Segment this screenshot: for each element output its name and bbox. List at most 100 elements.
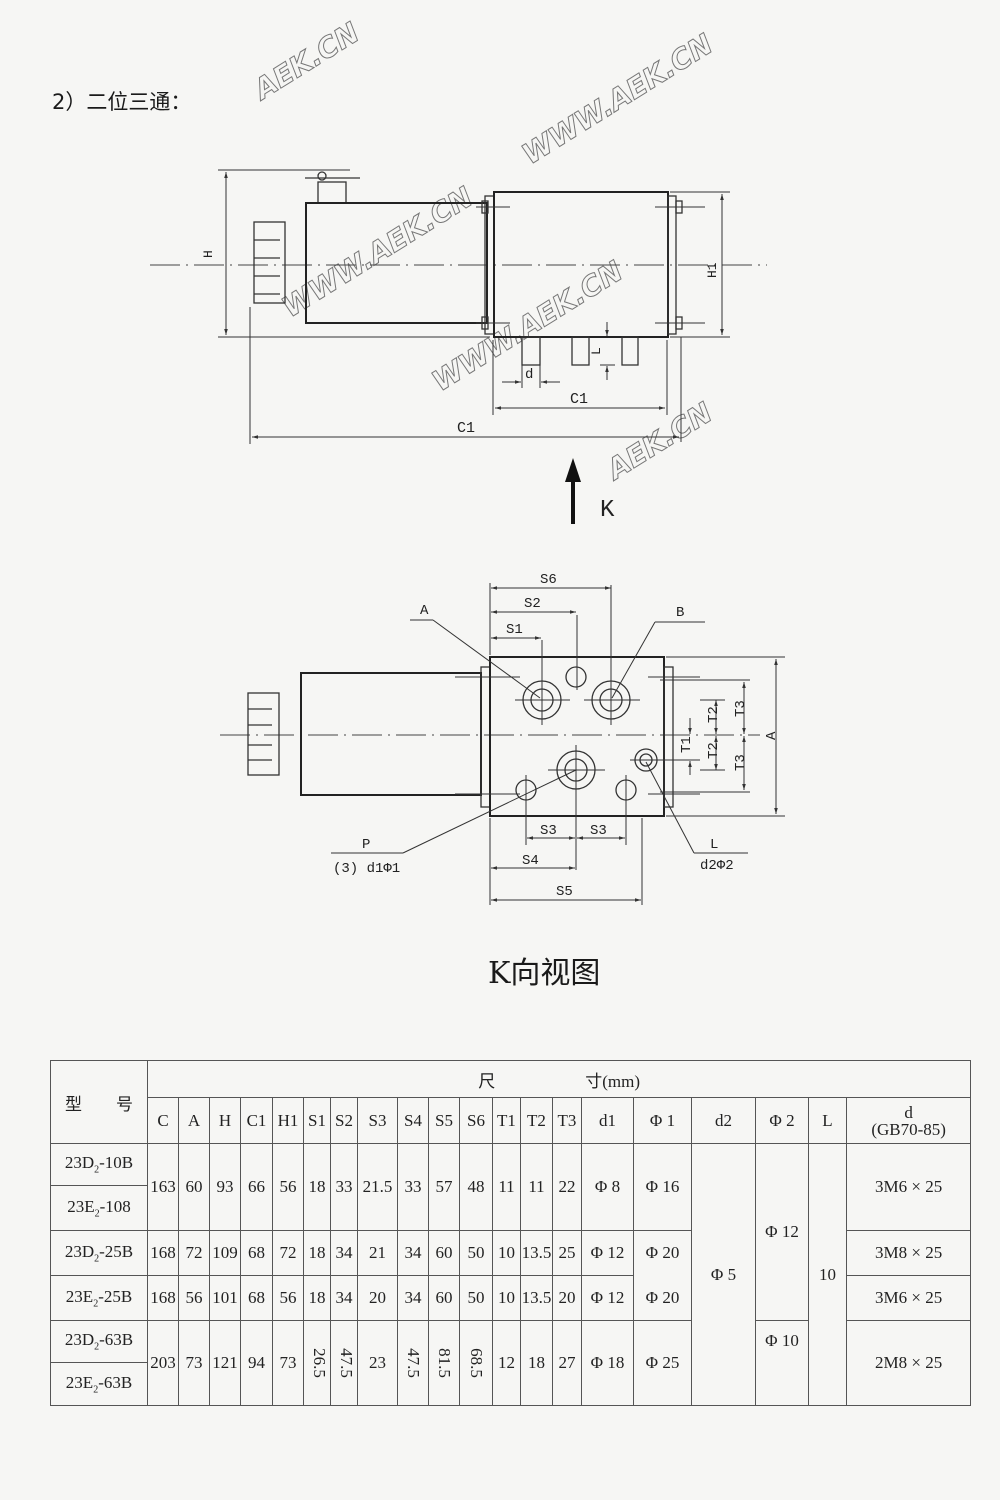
cell-phi1: Φ 20 <box>633 1230 692 1276</box>
col-header: d2 <box>691 1097 756 1144</box>
col-header: d1 <box>581 1097 634 1144</box>
label-S1: S1 <box>506 622 523 638</box>
right-flange <box>667 195 677 335</box>
cell-d1: Φ 8 <box>581 1143 634 1231</box>
cell-S1: 18 <box>303 1230 331 1276</box>
col-header: Φ 2 <box>755 1097 809 1144</box>
cell-C1: 66 <box>240 1143 273 1231</box>
cell-d: 3M6 × 25 <box>845 1275 972 1321</box>
cell-phi1: Φ 25 <box>633 1320 692 1406</box>
cell-S1: 18 <box>303 1275 331 1321</box>
label-T2-top: T2 <box>706 706 722 723</box>
col-header: S3 <box>357 1097 398 1144</box>
label-A-dim: A <box>764 731 780 740</box>
col-header: S5 <box>428 1097 460 1144</box>
col-header: T2 <box>520 1097 553 1144</box>
col-header: H1 <box>272 1097 304 1144</box>
connector-screw <box>317 171 327 181</box>
label-d: d <box>525 367 533 383</box>
cell-C: 163 <box>147 1143 179 1231</box>
cell-d: 3M6 × 25 <box>845 1143 972 1231</box>
watermark-group: AEK.CN WWW.AEK.CN WWW.AEK.CN WWW.AEK.CN … <box>246 15 719 487</box>
cell-S3: 23 <box>357 1320 398 1406</box>
cell-S1-text: 26.5 <box>309 1348 329 1378</box>
label-H1: H1 <box>705 262 720 278</box>
cell-C1: 68 <box>240 1230 273 1276</box>
cell-L: 10 <box>808 1143 847 1406</box>
cell-S5: 81.5 <box>428 1320 460 1406</box>
label-S3-right: S3 <box>590 823 607 839</box>
dowel-pin <box>521 336 541 366</box>
cell-T3: 25 <box>552 1230 582 1276</box>
col-header: Φ 1 <box>633 1097 692 1144</box>
header-model: 型 号 <box>50 1060 148 1144</box>
cell-T1: 11 <box>492 1143 521 1231</box>
cell-d: 2M8 × 25 <box>845 1320 972 1406</box>
cell-S2: 33 <box>330 1143 358 1231</box>
col-header: T1 <box>492 1097 521 1144</box>
cell-S6: 68.5 <box>459 1320 493 1406</box>
col-header: A <box>178 1097 210 1144</box>
cell-T3: 20 <box>552 1275 582 1321</box>
cell-H1: 73 <box>272 1320 304 1406</box>
coil-body <box>300 672 482 796</box>
watermark: WWW.AEK.CN <box>516 27 718 170</box>
col-header: S6 <box>459 1097 493 1144</box>
cell-S6: 48 <box>459 1143 493 1231</box>
col-header-d: d(GB70-85) <box>845 1097 972 1144</box>
label-T3-top: T3 <box>733 700 749 717</box>
cell-T3: 22 <box>552 1143 582 1231</box>
cell-T3: 27 <box>552 1320 582 1406</box>
cell-S5-text: 81.5 <box>435 1348 454 1378</box>
label-S5: S5 <box>556 884 573 900</box>
technical-drawing: AEK.CN WWW.AEK.CN WWW.AEK.CN WWW.AEK.CN … <box>150 15 785 905</box>
port-stub <box>621 336 639 366</box>
section-heading: 2）二位三通： <box>52 90 192 114</box>
col-header: L <box>808 1097 847 1144</box>
label-port-L: L <box>710 837 718 853</box>
model-cell: 23E2-108 <box>50 1185 148 1231</box>
column-header-row: C A H C1 H1 S1 S2 S3 S4 S5 S6 T1 T2 T3 d… <box>51 1097 972 1144</box>
cell-T2: 13.5 <box>520 1230 553 1276</box>
cell-phi2: Φ 10 <box>755 1320 809 1406</box>
cell-T1: 10 <box>492 1230 521 1276</box>
col-header: C1 <box>240 1097 273 1144</box>
cell-A: 56 <box>178 1275 210 1321</box>
table-row: 23D2-10B 163 60 93 66 56 18 33 21.5 33 5… <box>50 1143 972 1406</box>
cell-C: 168 <box>147 1275 179 1321</box>
cell-A: 72 <box>178 1230 210 1276</box>
cell-d2: Φ 5 <box>691 1143 756 1406</box>
table-row: 23E2-25B 168 56 101 68 56 18 34 20 34 60… <box>50 1275 972 1321</box>
cell-H: 109 <box>209 1230 241 1276</box>
cell-H1: 72 <box>272 1230 304 1276</box>
cell-C1: 68 <box>240 1275 273 1321</box>
cell-H: 121 <box>209 1320 241 1406</box>
cell-S2: 34 <box>330 1275 358 1321</box>
label-C1-block: C1 <box>570 391 588 408</box>
cell-d1: Φ 12 <box>581 1230 634 1276</box>
model-cell: 23D2-25B <box>50 1230 148 1276</box>
pin-hole <box>565 666 587 688</box>
cell-d: 3M8 × 25 <box>845 1230 972 1276</box>
cell-phi2: Φ 12 <box>755 1143 809 1321</box>
label-L-spec: d2Φ2 <box>700 858 734 874</box>
cell-H1: 56 <box>272 1143 304 1231</box>
dimension-table: 型 号 尺寸(mm) C A H C1 H1 S1 S2 S3 S4 S5 S6… <box>50 1060 972 1406</box>
cell-A: 73 <box>178 1320 210 1406</box>
cell-S4: 34 <box>397 1230 429 1276</box>
cell-S3: 21.5 <box>357 1143 398 1231</box>
col-header: S2 <box>330 1097 358 1144</box>
label-S4: S4 <box>522 853 539 869</box>
cell-S2: 47.5 <box>330 1320 358 1406</box>
left-flange <box>480 666 491 808</box>
k-view: S6 S2 S1 A B T3 T3 T2 T2 T1 A S3 S3 S4 S… <box>220 572 785 905</box>
right-flange <box>663 666 674 808</box>
coil-body <box>305 202 488 324</box>
cell-S4: 47.5 <box>397 1320 429 1406</box>
coil-fins-icon <box>247 692 280 776</box>
label-S2: S2 <box>524 596 541 612</box>
cell-C: 168 <box>147 1230 179 1276</box>
cell-S1: 18 <box>303 1143 331 1231</box>
cell-S5: 60 <box>428 1275 460 1321</box>
cell-S3: 21 <box>357 1230 398 1276</box>
